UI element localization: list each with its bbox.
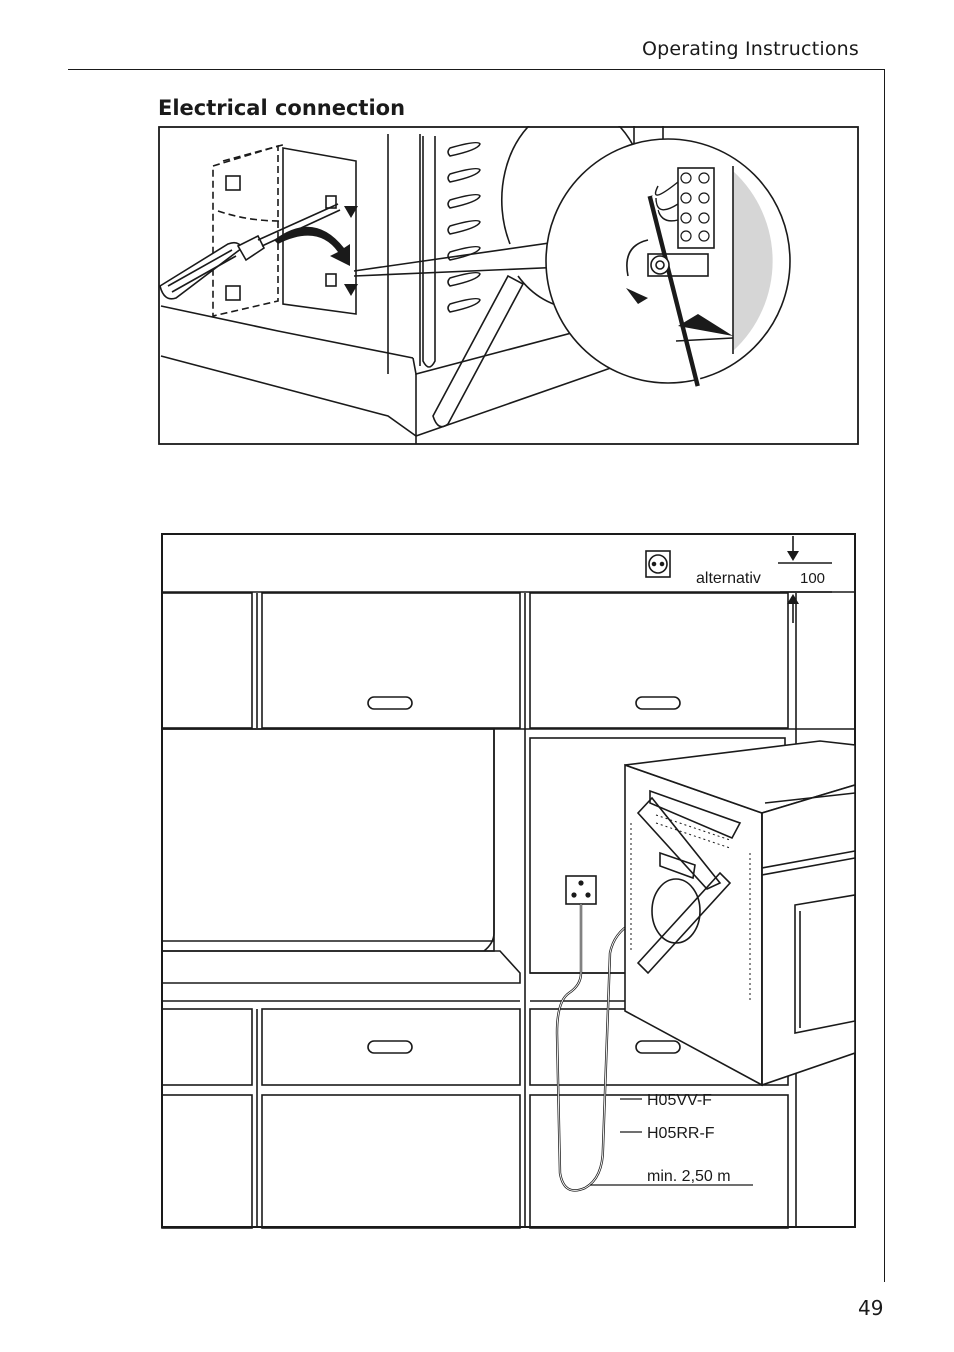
header-title: Operating Instructions [641, 38, 859, 60]
handle-lower-right [635, 1040, 681, 1054]
marker-arrow-top [344, 206, 358, 218]
handle-upper-left [367, 696, 413, 710]
cable-type-label-1: H05VV-F [647, 1092, 712, 1109]
figure-installation: alternativ 100 H05VV-F H05RR-F min. 2,50… [160, 533, 860, 1233]
dimension-label: 100 [800, 570, 825, 587]
section-title: Electrical connection [158, 96, 406, 120]
cable-type-label-2: H05RR-F [647, 1125, 715, 1142]
screwdriver-icon [159, 203, 341, 300]
socket-icon [645, 550, 671, 578]
figure-terminal-block [158, 126, 860, 446]
rotate-arrow [274, 226, 350, 266]
cable-length-label: min. 2,50 m [647, 1168, 731, 1185]
oven-appliance [624, 740, 856, 1087]
detail-arrow [626, 288, 648, 304]
wall-socket-icon [565, 875, 597, 905]
header-rule [68, 69, 885, 70]
ventilation-slots [447, 141, 481, 313]
power-cable [555, 904, 633, 1192]
detail-magnifier [545, 138, 791, 387]
marker-arrow-bottom [344, 284, 358, 296]
handle-lower-left [367, 1040, 413, 1054]
handle-upper-right [635, 696, 681, 710]
side-rule [884, 69, 885, 1282]
page-number: 49 [858, 1296, 884, 1320]
socket-alternative-label: alternativ [696, 570, 761, 587]
